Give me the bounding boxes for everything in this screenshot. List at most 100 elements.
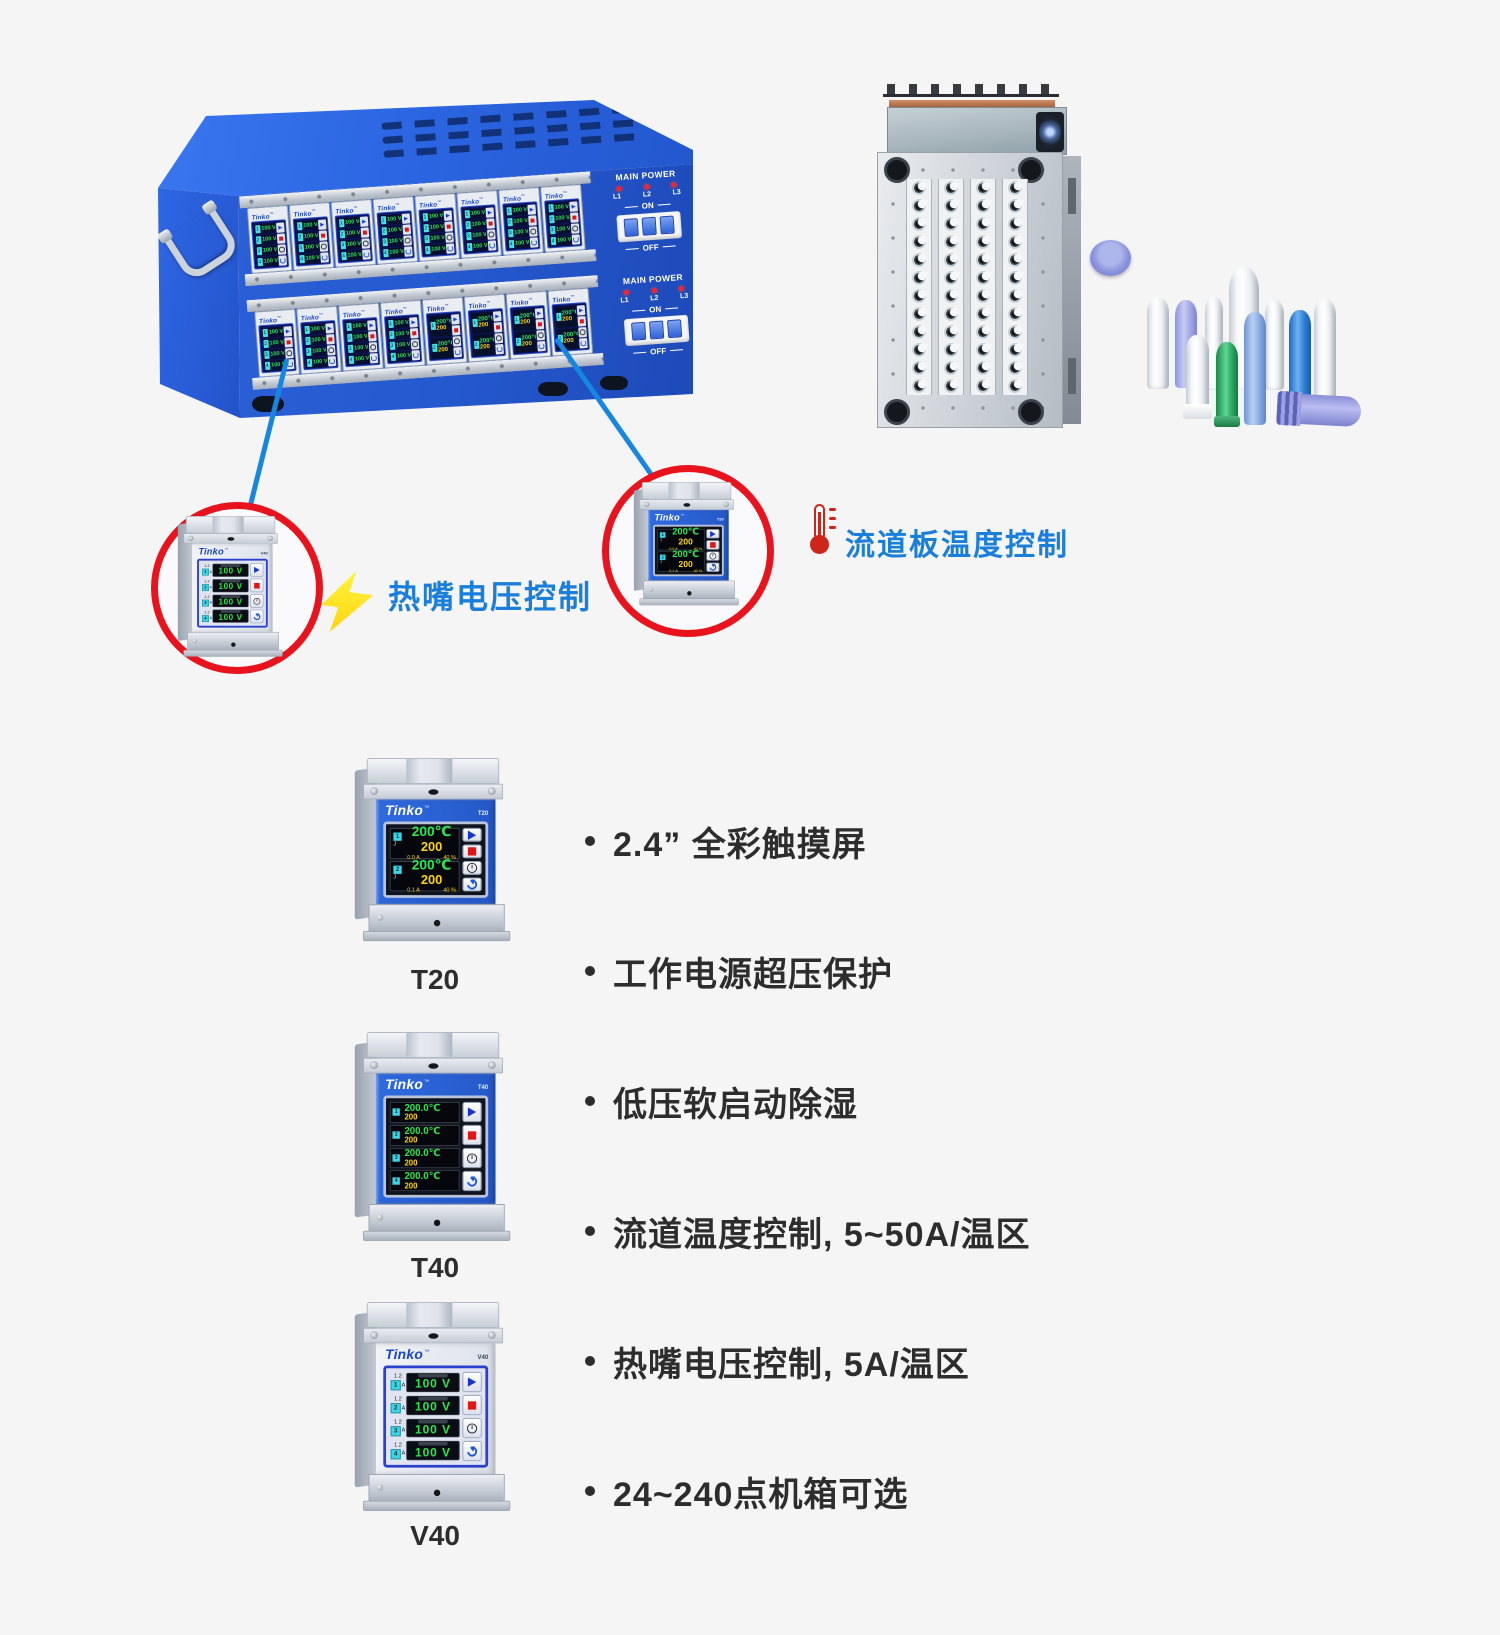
process-value: 200℃ bbox=[672, 526, 700, 538]
trademark-symbol: ™ bbox=[444, 302, 449, 309]
bracket-hole bbox=[227, 537, 235, 541]
cabinet-foot bbox=[600, 376, 628, 390]
feature-text: 工作电源超压保护 bbox=[613, 955, 893, 994]
module-top-cap bbox=[366, 1302, 500, 1328]
stop-button bbox=[493, 321, 502, 333]
voltage-display: 100 V bbox=[406, 1418, 460, 1438]
zone-tag: 2 bbox=[464, 220, 471, 229]
display-caption bbox=[418, 1442, 448, 1446]
breaker-lever bbox=[649, 320, 665, 340]
preform-light-blue bbox=[1244, 312, 1266, 425]
play-button bbox=[576, 304, 585, 316]
zone-tag: 1 bbox=[254, 224, 261, 233]
display-caption bbox=[220, 564, 241, 567]
play-button bbox=[250, 563, 264, 577]
amp-value: 1.2 bbox=[394, 1396, 402, 1403]
zone-tag: 2 bbox=[548, 214, 555, 223]
refresh-button bbox=[277, 254, 287, 266]
module-buttons bbox=[250, 563, 264, 624]
stop-button bbox=[283, 336, 293, 348]
stop-button bbox=[451, 324, 460, 336]
zone-tag: 4 bbox=[264, 361, 270, 370]
stop-button bbox=[318, 229, 327, 241]
display-caption bbox=[220, 579, 241, 583]
refresh-button bbox=[327, 355, 336, 367]
zone-tag: 4 bbox=[390, 352, 396, 361]
play-button bbox=[462, 827, 482, 842]
voltage-value: 100 V bbox=[429, 223, 444, 231]
module-foot bbox=[183, 649, 283, 657]
zone-tag: 3 bbox=[392, 1154, 400, 1162]
zone-tag: 2 bbox=[388, 330, 395, 339]
zone-tag: 1 bbox=[393, 832, 402, 841]
breaker-lever bbox=[623, 218, 639, 238]
phase-led bbox=[616, 186, 622, 192]
timer-button bbox=[402, 234, 412, 246]
refresh-button bbox=[487, 239, 496, 251]
timer-button bbox=[277, 243, 286, 255]
voltage-display: 100 V bbox=[212, 594, 249, 608]
zone-tag-column: 3 bbox=[392, 1154, 402, 1162]
play-icon bbox=[710, 530, 716, 537]
zone-tag: 1 bbox=[547, 203, 554, 212]
amp-reading: 0.1 A bbox=[669, 569, 678, 574]
voltage-value: 100 V bbox=[309, 325, 325, 333]
clock-icon bbox=[253, 597, 261, 605]
zone-tag: 1 bbox=[392, 1108, 400, 1117]
module-buttons bbox=[492, 310, 504, 355]
amp-unit: A bbox=[401, 1405, 406, 1412]
clock-icon bbox=[709, 552, 717, 560]
play-button bbox=[317, 218, 327, 230]
module-bracket bbox=[363, 1327, 503, 1344]
voltage-value: 100 V bbox=[386, 215, 401, 223]
zone-tag: 1 bbox=[555, 312, 562, 322]
preform-blue bbox=[1289, 310, 1311, 403]
voltage-value: 100 V bbox=[268, 339, 284, 346]
phase-led bbox=[678, 285, 684, 292]
phase-led bbox=[671, 182, 677, 188]
stop-icon bbox=[467, 1130, 477, 1140]
clock-icon bbox=[467, 862, 478, 873]
refresh-button bbox=[319, 251, 329, 263]
voltage-display: 100 V bbox=[406, 1372, 460, 1392]
trademark-symbol: ™ bbox=[478, 196, 484, 202]
thermometer-tick bbox=[829, 526, 836, 529]
refresh-button bbox=[369, 352, 378, 364]
timer-button bbox=[444, 231, 454, 243]
bullet-dot bbox=[585, 1096, 595, 1106]
voltage-value: 100 V bbox=[352, 333, 368, 340]
module-base bbox=[187, 631, 279, 651]
